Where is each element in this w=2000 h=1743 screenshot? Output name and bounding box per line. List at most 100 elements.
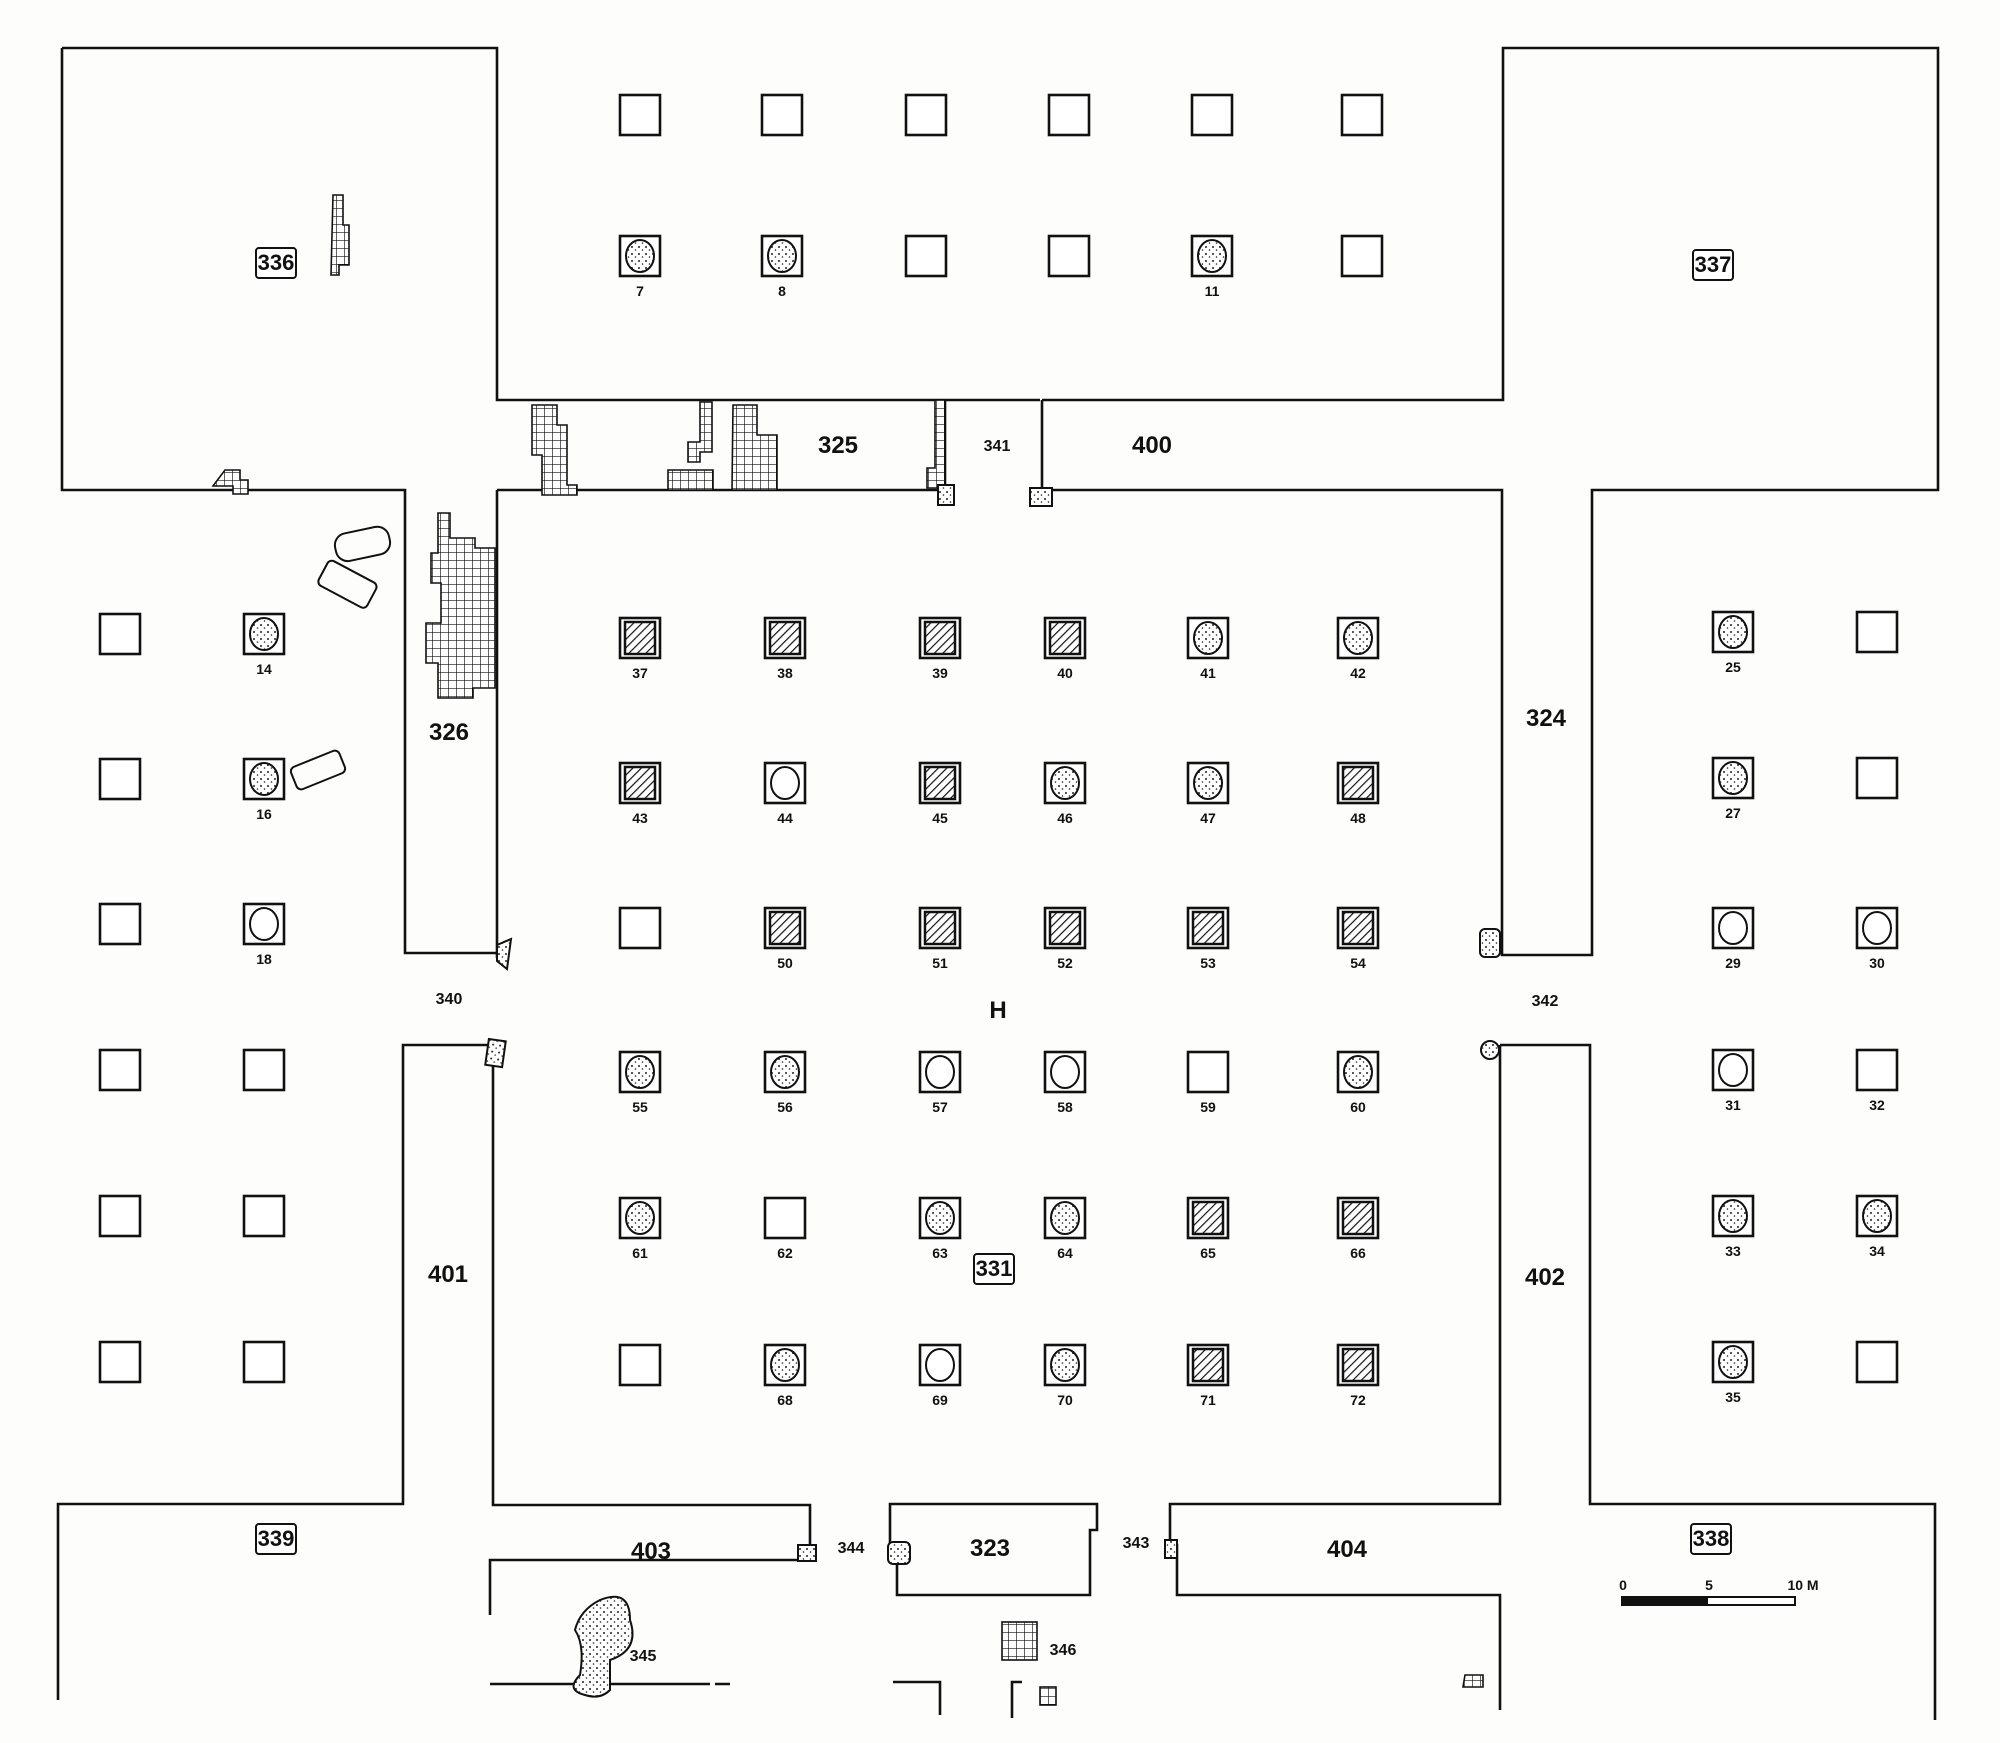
pillar-number: 42	[1350, 665, 1366, 681]
pillar-number: 31	[1725, 1097, 1741, 1113]
passage-label-342: 342	[1532, 993, 1559, 1010]
pillar-number: 58	[1057, 1099, 1073, 1115]
base-outline	[1718, 1053, 1748, 1087]
pillar-number: 47	[1200, 810, 1216, 826]
pillar-number: 33	[1725, 1243, 1741, 1259]
pillar-number: 71	[1200, 1392, 1216, 1408]
paving-fragment-338-edge	[211, 469, 249, 495]
pillar-number: 70	[1057, 1392, 1073, 1408]
pillar-number: 50	[777, 955, 793, 971]
pillar-unnumbered	[618, 906, 662, 950]
paving-fragment-325-d	[667, 469, 714, 491]
hatched-base-fill	[623, 620, 657, 656]
base-outline	[249, 907, 279, 941]
paving-fragment-346	[1001, 1621, 1038, 1661]
pillar-62	[763, 1196, 807, 1240]
room-label-box	[255, 247, 297, 279]
wall-south-fragment-2	[1010, 1680, 1022, 1718]
pillar-number: 72	[1350, 1392, 1366, 1408]
pillar-59	[1186, 1050, 1230, 1094]
room-label-336: 336	[258, 250, 295, 275]
column-base-341-e	[1029, 487, 1053, 507]
room-label-404: 404	[1327, 1536, 1368, 1563]
base-outline	[925, 1055, 955, 1089]
pillar-unnumbered	[904, 234, 948, 278]
stone-base-fill	[625, 1055, 655, 1089]
paving-fragment-325-c	[731, 404, 778, 491]
fallen-column-drums	[289, 525, 392, 791]
pillar-unnumbered	[98, 902, 142, 946]
pillar-number: 52	[1057, 955, 1073, 971]
stone-base-fill	[625, 1201, 655, 1235]
room-label-401: 401	[428, 1261, 468, 1288]
pillar-unnumbered	[1855, 756, 1899, 800]
paving-fragment-south	[1039, 1686, 1057, 1706]
paving-fragment-336	[330, 194, 350, 276]
pillar-number: 68	[777, 1392, 793, 1408]
pillar-unnumbered	[1340, 93, 1384, 137]
base-outline	[925, 1348, 955, 1382]
pillar-unnumbered	[1855, 1340, 1899, 1384]
fragments	[211, 194, 1501, 1706]
hatched-base-fill	[923, 620, 957, 656]
pillar-unnumbered	[98, 1340, 142, 1384]
hatched-base-fill	[623, 765, 657, 801]
room-label-326: 326	[429, 719, 469, 746]
pillar-number: 62	[777, 1245, 793, 1261]
room-label-325: 325	[818, 432, 858, 459]
column-base-342-s	[1480, 1040, 1500, 1060]
stone-base-fill	[925, 1201, 955, 1235]
pillar-number: 60	[1350, 1099, 1366, 1115]
pillar-unnumbered	[904, 93, 948, 137]
stone-base-fill	[1718, 1345, 1748, 1379]
base-outline	[1718, 911, 1748, 945]
room-label-box	[1690, 1523, 1732, 1555]
pillar-number: 53	[1200, 955, 1216, 971]
wall-south-fragment-1	[893, 1680, 942, 1715]
pillar-number: 32	[1869, 1097, 1885, 1113]
column-base-340-n	[496, 937, 513, 971]
room-label-402: 402	[1525, 1264, 1565, 1291]
pillar-number: 34	[1869, 1243, 1885, 1259]
pillar-number: 48	[1350, 810, 1366, 826]
scale-bar-fill	[1622, 1597, 1708, 1605]
pillar-unnumbered	[618, 93, 662, 137]
passage-label-341: 341	[984, 438, 1011, 455]
pillar-unnumbered	[1047, 93, 1091, 137]
column-base-344-e	[887, 1541, 911, 1565]
pillar-unnumbered	[618, 1343, 662, 1387]
hatched-base-fill	[1341, 910, 1375, 946]
room-label-box	[1692, 249, 1734, 281]
pillar-unnumbered	[98, 1048, 142, 1092]
stone-base-fill	[249, 762, 279, 796]
stone-base-fill	[1718, 1199, 1748, 1233]
hatched-base-fill	[768, 910, 802, 946]
pillar-unnumbered	[98, 1194, 142, 1238]
pillar-unnumbered	[1047, 234, 1091, 278]
stone-base-fill	[1193, 766, 1223, 800]
hall-label: H	[989, 997, 1006, 1024]
hatched-base-fill	[1191, 910, 1225, 946]
stone-base-fill	[249, 617, 279, 651]
room-label-339: 339	[258, 1526, 295, 1551]
column-base-342-n	[1479, 928, 1501, 958]
pillar-number: 27	[1725, 805, 1741, 821]
pillar-number: 46	[1057, 810, 1073, 826]
stone-base-fill	[1050, 1201, 1080, 1235]
pillar-unnumbered	[760, 93, 804, 137]
pillar-number: 64	[1057, 1245, 1073, 1261]
column-base-344-w	[797, 1544, 817, 1562]
wall-room-402	[1500, 1043, 1937, 1720]
pillar-number: 18	[256, 951, 272, 967]
hatched-base-fill	[1048, 910, 1082, 946]
passage-label-344: 344	[838, 1540, 865, 1557]
hatched-base-fill	[1341, 765, 1375, 801]
pillar-unnumbered	[98, 757, 142, 801]
rubble-345	[572, 1595, 634, 1698]
pillar-number: 65	[1200, 1245, 1216, 1261]
stone-base-fill	[767, 239, 797, 273]
scale-tick-10: 10 M	[1787, 1577, 1818, 1593]
hatched-base-fill	[1191, 1347, 1225, 1383]
room-label-400: 400	[1132, 432, 1172, 459]
